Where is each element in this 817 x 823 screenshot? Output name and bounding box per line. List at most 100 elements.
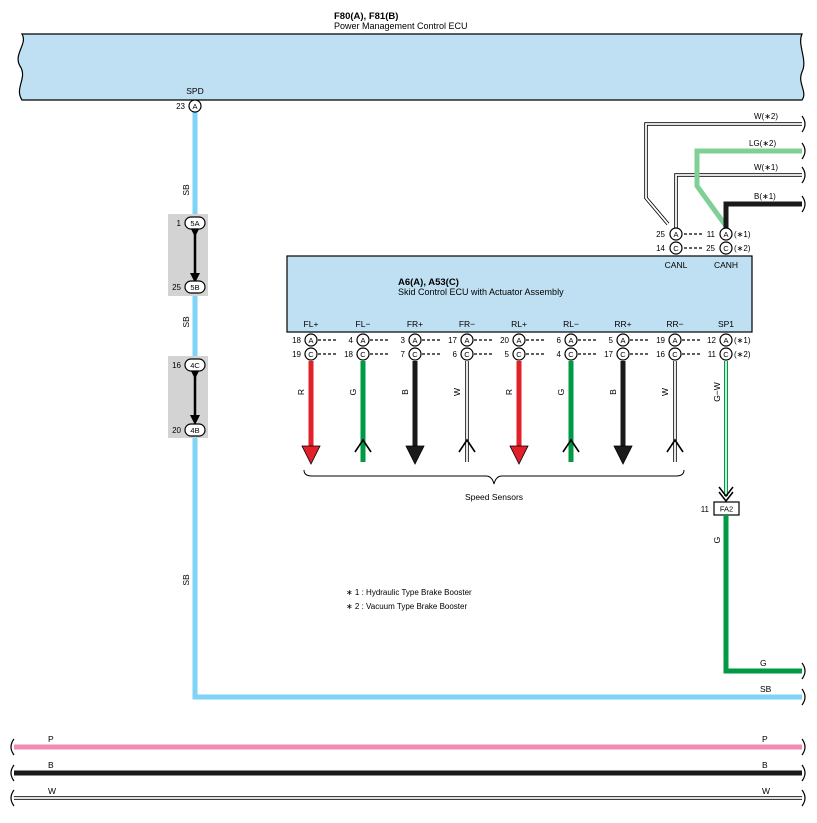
- junction-1-top-pin: 1: [177, 219, 182, 228]
- connector-a-letter: A: [516, 336, 521, 345]
- connector-c-letter: C: [568, 350, 574, 359]
- sb-wire-label-1: SB: [181, 184, 191, 196]
- spd-label: SPD: [186, 86, 203, 96]
- sensor-c-pin: 18: [344, 350, 353, 359]
- sp1-c-pin: 11: [708, 350, 717, 359]
- connector-a-circle: [616, 333, 630, 347]
- bottom-wire-3-left-label: W: [48, 786, 56, 796]
- sensor-c-pin: 17: [604, 350, 613, 359]
- junction-1-bot-pin: 25: [172, 283, 181, 292]
- connector-c-letter: C: [620, 350, 626, 359]
- sensor-wire-color-label: R: [296, 389, 306, 395]
- g-wire-label-vertical: G: [712, 537, 722, 544]
- connector-c-circle: [460, 347, 474, 361]
- bottom-wires: P P B B W W: [10, 734, 806, 807]
- junction-2-top-pin: 16: [172, 361, 181, 370]
- note-2: ∗ 2 : Vacuum Type Brake Booster: [346, 602, 467, 611]
- right-edge-breaks: [801, 115, 806, 706]
- connector-c-letter: C: [672, 350, 678, 359]
- sensor-terminal-label: FL+: [304, 319, 319, 329]
- sensor-a-pin: 6: [557, 336, 562, 345]
- sensor-a-pin: 4: [349, 336, 354, 345]
- sensor-terminal-label: FL−: [356, 319, 371, 329]
- canh-label: CANH: [714, 260, 738, 270]
- canh-c-letter: C: [723, 244, 729, 253]
- fa2-label: FA2: [720, 505, 733, 514]
- canh-c-pin: 25: [706, 244, 715, 253]
- junction-1-bot-conn: 5B: [190, 283, 199, 292]
- connector-a-letter: A: [308, 336, 313, 345]
- can-wire-label-2: LG(∗2): [749, 139, 776, 148]
- sensor-a-pin: 18: [292, 336, 301, 345]
- junction-2-bot-conn: 4B: [190, 426, 199, 435]
- sensor-a-pin: 5: [609, 336, 614, 345]
- connector-a-circle: [356, 333, 370, 347]
- bottom-wire-1-left-label: P: [48, 734, 54, 744]
- connector-a-circle: [564, 333, 578, 347]
- bottom-wire-2-right-label: B: [762, 760, 768, 770]
- can-wire-label-4: B(∗1): [754, 192, 776, 201]
- sensor-terminal-label: RR−: [666, 319, 683, 329]
- sensor-wire-color-label: B: [400, 389, 410, 395]
- sensor-wire-color-label: W: [660, 388, 670, 396]
- connector-a-letter: A: [412, 336, 417, 345]
- bottom-wire-1-right-label: P: [762, 734, 768, 744]
- sp1-a-pin: 12: [707, 336, 716, 345]
- connector-c-circle: [304, 347, 318, 361]
- sensor-wire-color-label: W: [452, 388, 462, 396]
- connector-a-circle: [460, 333, 474, 347]
- sensor-c-pin: 6: [453, 350, 458, 359]
- sensor-arrow-down: [301, 445, 321, 465]
- sensor-c-pin: 19: [292, 350, 301, 359]
- spd-pin: 23: [176, 102, 185, 111]
- skid-ecu-title: A6(A), A53(C): [398, 277, 459, 288]
- sensor-terminal-label: FR+: [407, 319, 423, 329]
- connector-a-circle: [304, 333, 318, 347]
- g-wire-label-horizontal: G: [760, 658, 767, 668]
- canl-c-letter: C: [673, 244, 679, 253]
- connector-a-letter: A: [620, 336, 625, 345]
- sp1-c-note: (∗2): [734, 350, 751, 359]
- connector-c-letter: C: [516, 350, 522, 359]
- speed-sensors-brace: Speed Sensors: [303, 469, 685, 502]
- canh-a-letter: A: [723, 230, 728, 239]
- connector-a-circle: [512, 333, 526, 347]
- canl-a-pin: 25: [656, 230, 665, 239]
- junction-2-bot-pin: 20: [172, 426, 181, 435]
- connector-a-letter: A: [672, 336, 677, 345]
- sensor-column-fl-plus: FL+ AC 18 19R: [292, 319, 321, 465]
- connector-c-letter: C: [308, 350, 314, 359]
- canl-a-letter: A: [673, 230, 678, 239]
- sb-wire-label-2: SB: [181, 316, 191, 328]
- connector-c-circle: [356, 347, 370, 361]
- junction-block-1: 5A 1 5B 25: [168, 214, 208, 296]
- sensor-arrow-down: [613, 445, 633, 465]
- speed-sensors-label: Speed Sensors: [465, 492, 523, 502]
- sensor-a-pin: 3: [401, 336, 406, 345]
- sensor-terminal-label: RR+: [614, 319, 631, 329]
- sensor-c-pin: 16: [656, 350, 665, 359]
- sp1-wire-label: G−W: [712, 382, 722, 402]
- connector-c-letter: C: [464, 350, 470, 359]
- sp1-a-note: (∗1): [734, 336, 751, 345]
- sensor-c-pin: 5: [505, 350, 510, 359]
- sb-wire-label-3: SB: [181, 574, 191, 586]
- connector-c-circle: [512, 347, 526, 361]
- sp1-c-letter: C: [723, 350, 729, 359]
- sensor-arrow-up: [458, 438, 476, 453]
- sensor-c-pin: 7: [401, 350, 406, 359]
- sensor-c-pin: 4: [557, 350, 562, 359]
- canl-label: CANL: [665, 260, 688, 270]
- can-wire-label-3: W(∗1): [754, 163, 778, 172]
- connector-a-circle: [668, 333, 682, 347]
- spd-conn-letter: A: [192, 102, 197, 111]
- sensor-a-pin: 17: [448, 336, 457, 345]
- connector-c-circle: [668, 347, 682, 361]
- sensor-arrow-up: [354, 438, 372, 453]
- sb-wire-label-right: SB: [760, 684, 772, 694]
- sensor-arrow-up: [666, 438, 684, 453]
